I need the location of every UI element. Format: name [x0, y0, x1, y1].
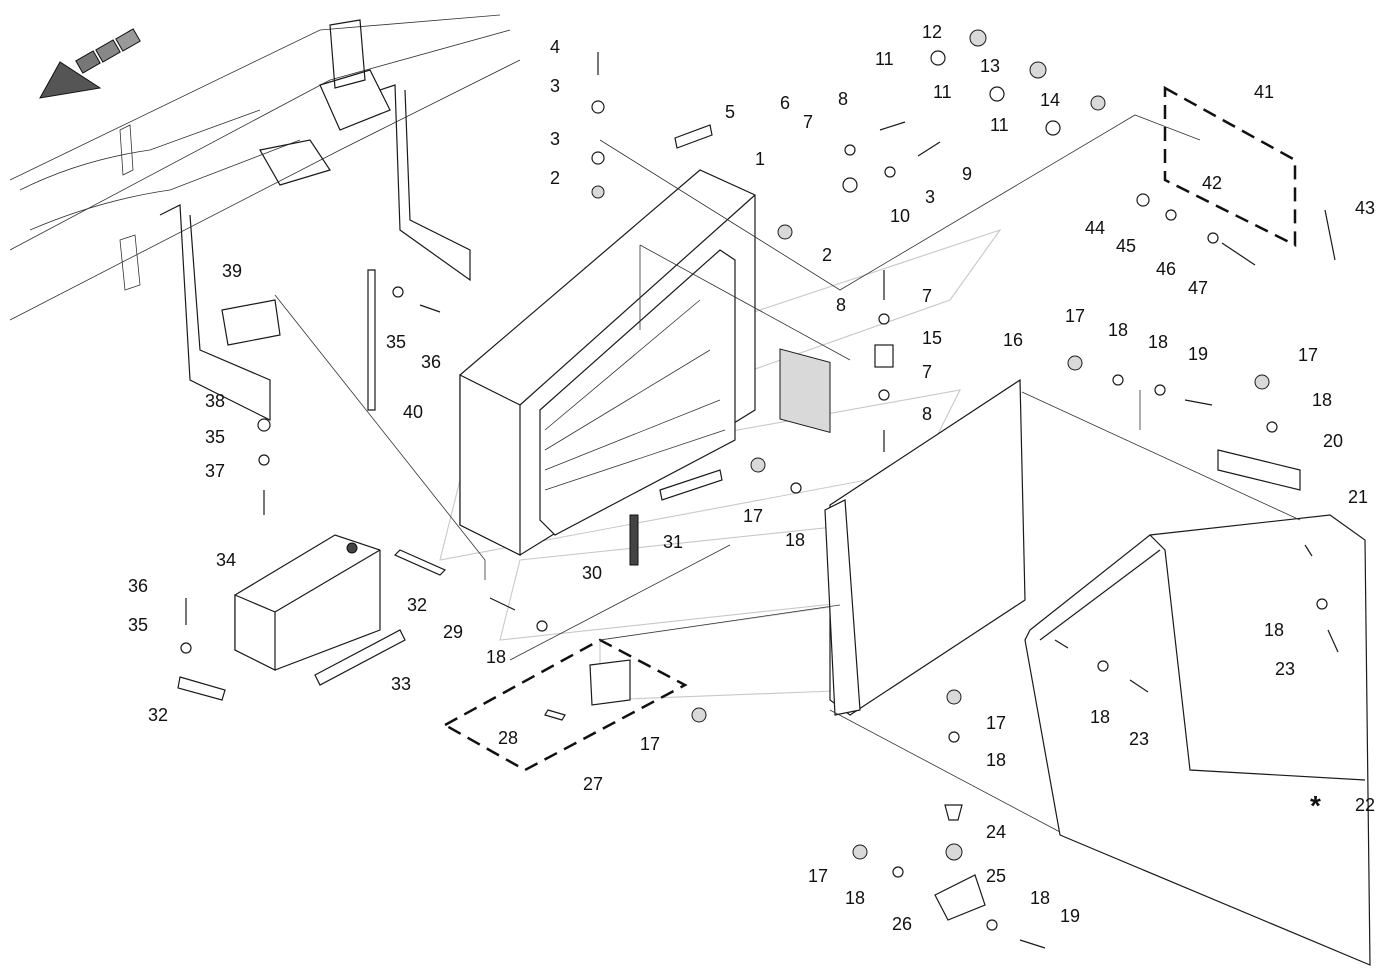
- callout-41: 41: [1254, 82, 1274, 102]
- callout-37: 37: [205, 461, 225, 481]
- battery: [234, 534, 381, 671]
- callout-17f: 17: [808, 866, 828, 886]
- battery-box-cover: [824, 378, 1026, 716]
- callout-17d: 17: [640, 734, 660, 754]
- callout-10: 10: [890, 206, 910, 226]
- callout-7c: 7: [922, 362, 932, 382]
- special-symbol: *: [1310, 790, 1321, 821]
- callout-24: 24: [986, 822, 1006, 842]
- callout-8b: 8: [836, 295, 846, 315]
- callout-11a: 11: [875, 49, 894, 69]
- callout-13: 13: [980, 56, 1000, 76]
- callout-33: 33: [391, 674, 411, 694]
- callout-27: 27: [583, 774, 603, 794]
- callout-18e: 18: [486, 647, 506, 667]
- callout-11c: 11: [990, 115, 1009, 135]
- callout-15: 15: [922, 328, 942, 348]
- callout-4: 4: [550, 37, 560, 57]
- callout-8a: 8: [838, 89, 848, 109]
- callout-45: 45: [1116, 236, 1136, 256]
- callout-44: 44: [1085, 218, 1105, 238]
- callout-29: 29: [443, 622, 463, 642]
- callout-14: 14: [1040, 90, 1060, 110]
- callout-18a: 18: [1108, 320, 1128, 340]
- callout-6: 6: [780, 93, 790, 113]
- callout-labels: 1 2 2 3 3 3 4 5 6 7 7 7 8 8 8 9 10 11 11…: [128, 22, 1375, 934]
- callout-7a: 7: [803, 112, 813, 132]
- callout-35b: 35: [205, 427, 225, 447]
- callout-18b: 18: [1148, 332, 1168, 352]
- callout-35a: 35: [386, 332, 406, 352]
- callout-40: 40: [403, 402, 423, 422]
- callout-47: 47: [1188, 278, 1208, 298]
- callout-25: 25: [986, 866, 1006, 886]
- callout-2b: 2: [822, 245, 832, 265]
- callout-23b: 23: [1129, 729, 1149, 749]
- battery-box-housing: [459, 169, 851, 556]
- callout-2a: 2: [550, 168, 560, 188]
- callout-26: 26: [892, 914, 912, 934]
- callout-18g: 18: [1090, 707, 1110, 727]
- callout-16: 16: [1003, 330, 1023, 350]
- callout-19b: 19: [1060, 906, 1080, 926]
- callout-18f: 18: [1264, 620, 1284, 640]
- callout-3c: 3: [925, 187, 935, 207]
- callout-1: 1: [755, 149, 765, 169]
- callout-23a: 23: [1275, 659, 1295, 679]
- callout-28: 28: [498, 728, 518, 748]
- callout-22: 22: [1355, 795, 1375, 815]
- callout-8c: 8: [922, 404, 932, 424]
- callout-17b: 17: [1298, 345, 1318, 365]
- callout-19a: 19: [1188, 344, 1208, 364]
- small-parts: [177, 29, 1339, 949]
- callout-31: 31: [663, 532, 683, 552]
- callout-3a: 3: [550, 76, 560, 96]
- frame-assembly: [9, 14, 521, 421]
- side-panel: [1024, 514, 1371, 966]
- leader-lines: [274, 114, 1301, 833]
- bracket-group-27: [442, 638, 688, 772]
- callout-5: 5: [725, 102, 735, 122]
- callout-18j: 18: [1030, 888, 1050, 908]
- callout-46: 46: [1156, 259, 1176, 279]
- callout-17a: 17: [1065, 306, 1085, 326]
- callout-35c: 35: [128, 615, 148, 635]
- callout-18h: 18: [986, 750, 1006, 770]
- callout-38: 38: [205, 391, 225, 411]
- callout-17c: 17: [743, 506, 763, 526]
- callout-36a: 36: [421, 352, 441, 372]
- callout-34: 34: [216, 550, 236, 570]
- callout-7b: 7: [922, 286, 932, 306]
- callout-32a: 32: [407, 595, 427, 615]
- callout-3b: 3: [550, 129, 560, 149]
- latch-group-41: [1163, 85, 1297, 248]
- callout-11b: 11: [933, 82, 952, 102]
- callout-42: 42: [1202, 173, 1222, 193]
- callout-39: 39: [222, 261, 242, 281]
- callout-18d: 18: [785, 530, 805, 550]
- callout-36b: 36: [128, 576, 148, 596]
- callout-18c: 18: [1312, 390, 1332, 410]
- callout-18i: 18: [845, 888, 865, 908]
- callout-21: 21: [1348, 487, 1368, 507]
- callout-20: 20: [1323, 431, 1343, 451]
- direction-arrow-icon: [39, 28, 141, 99]
- callout-43: 43: [1355, 198, 1375, 218]
- callout-30: 30: [582, 563, 602, 583]
- callout-9: 9: [962, 164, 972, 184]
- callout-12: 12: [922, 22, 942, 42]
- callout-32b: 32: [148, 705, 168, 725]
- callout-17e: 17: [986, 713, 1006, 733]
